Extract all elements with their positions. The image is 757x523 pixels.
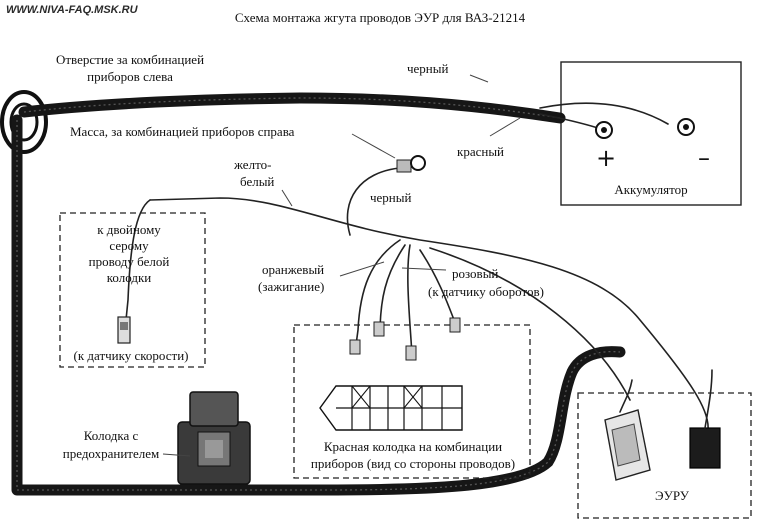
fuse-block-label-line1: Колодка с [84,428,139,443]
black-top-label: черный [407,61,448,76]
speed-sensor-connector [117,316,131,344]
ecu-label: ЭУРУ [655,488,690,503]
fuse-block [177,391,251,485]
speed-label-line4: колодки [107,270,152,285]
battery-minus-sign: – [698,144,710,172]
yellow-white-label-line2: белый [240,174,274,189]
orange-wire-label-line1: оранжевый [262,262,324,277]
battery-plus-sign: + [596,144,616,172]
hole-label-line1: Отверстие за комбинацией [56,52,204,67]
ecu-connectors [604,369,721,481]
speed-label-line2: серому [109,238,149,253]
red-wire-label: красный [457,144,504,159]
speed-sensor-box [59,212,206,368]
red-connector-grid [319,385,463,431]
pink-wire-label-line1: розовый [452,266,498,281]
ground-right-label: Масса, за комбинацией приборов справа [70,124,295,139]
speed-label-line3: проводу белой [89,254,170,269]
firewall-grommet [0,90,48,154]
speed-label-line1: к двойному [97,222,161,237]
red-block-label-line1: Красная колодка на комбинации [324,439,502,454]
battery-cables [539,102,695,139]
diagram-title: Схема монтажа жгута проводов ЭУР для ВАЗ… [235,10,526,25]
battery-label: Аккумулятор [614,182,687,197]
black-ground-label: черный [370,190,411,205]
orange-wire-label-line2: (зажигание) [258,279,324,294]
pink-wire-label-line2: (к датчику оборотов) [428,284,544,299]
instrument-pins [349,317,461,361]
speed-label-line5: (к датчику скорости) [74,348,189,363]
ecu-box [577,392,752,519]
watermark: WWW.NIVA-FAQ.MSK.RU [6,4,139,16]
yellow-white-label-line1: желто- [233,157,271,172]
fuse-block-label-line2: предохранителем [63,446,159,461]
red-block-label-line2: приборов (вид со стороны проводов) [311,456,515,471]
leader-lines [162,74,521,457]
hole-label-line2: приборов слева [87,69,173,84]
instrument-connector-box [293,324,531,479]
battery-box [560,61,742,206]
main-harness [11,92,626,496]
